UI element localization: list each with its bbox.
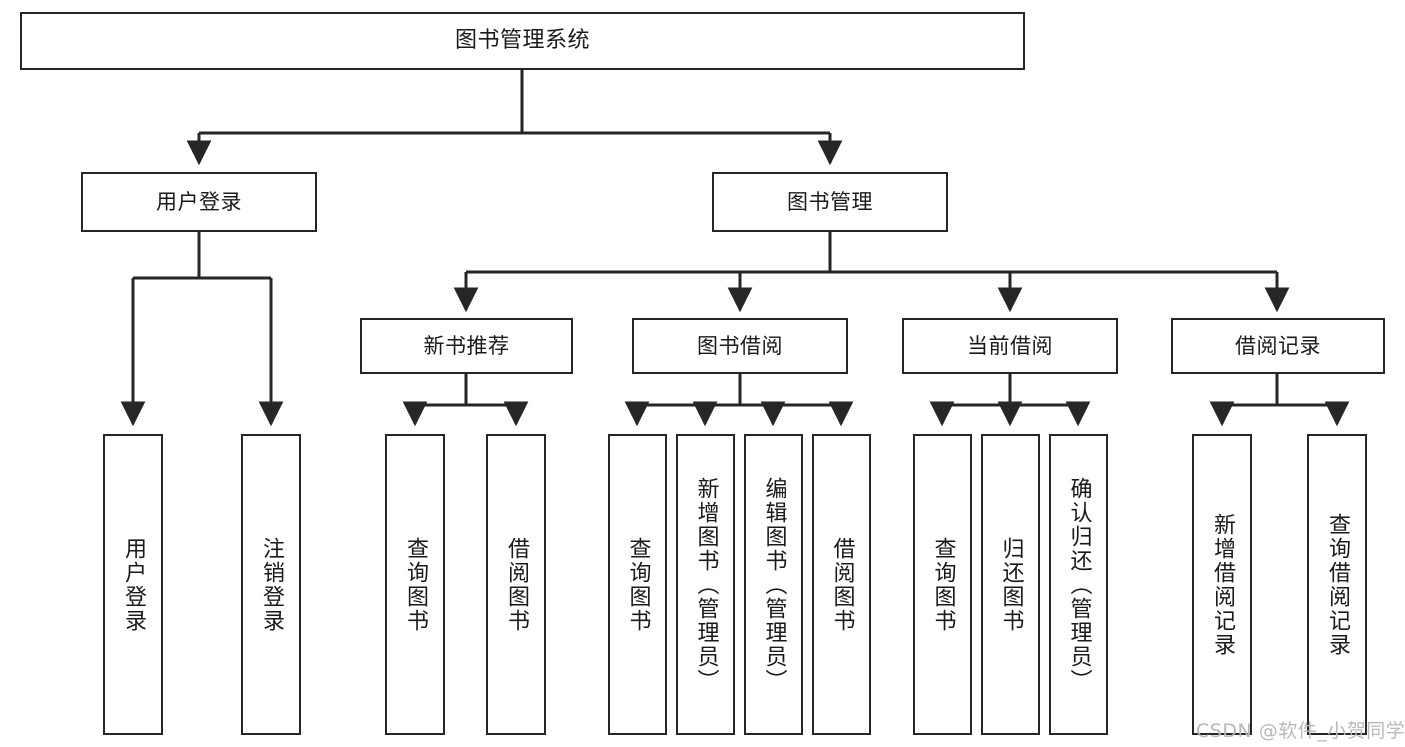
node-label: 用户登录 bbox=[120, 536, 146, 633]
node-label: 当前借阅 bbox=[967, 333, 1053, 358]
node-borrowing-records[interactable]: 借阅记录 bbox=[1171, 318, 1385, 374]
node-label: 注销登录 bbox=[258, 536, 284, 633]
node-label: 新增借阅记录 bbox=[1209, 512, 1235, 657]
leaf-bo-borrow-books[interactable]: 借阅图书 bbox=[812, 434, 871, 735]
node-book-management[interactable]: 图书管理 bbox=[712, 172, 948, 232]
node-current-borrowing[interactable]: 当前借阅 bbox=[902, 318, 1118, 374]
node-label: 借阅图书 bbox=[829, 536, 855, 633]
leaf-re-add-record[interactable]: 新增借阅记录 bbox=[1192, 434, 1252, 735]
node-label: 图书管理系统 bbox=[454, 28, 590, 54]
leaf-nb-query-books[interactable]: 查询图书 bbox=[385, 434, 445, 735]
leaf-re-query-record[interactable]: 查询借阅记录 bbox=[1307, 434, 1367, 735]
node-label: 图书借阅 bbox=[697, 333, 783, 358]
node-label: 借阅图书 bbox=[503, 536, 529, 633]
node-label: 借阅记录 bbox=[1235, 333, 1321, 358]
node-label: 新增图书（管理员） bbox=[693, 476, 719, 693]
node-user-login[interactable]: 用户登录 bbox=[81, 172, 317, 232]
node-label: 新书推荐 bbox=[423, 333, 510, 358]
leaf-cu-query-books[interactable]: 查询图书 bbox=[913, 434, 972, 735]
leaf-logout[interactable]: 注销登录 bbox=[241, 434, 301, 735]
node-label: 查询图书 bbox=[930, 536, 956, 633]
node-label: 查询图书 bbox=[625, 536, 651, 633]
node-label: 图书管理 bbox=[787, 189, 873, 214]
leaf-nb-borrow-books[interactable]: 借阅图书 bbox=[486, 434, 546, 735]
node-label: 查询图书 bbox=[402, 536, 428, 633]
node-book-borrowing[interactable]: 图书借阅 bbox=[632, 318, 848, 374]
node-label: 查询借阅记录 bbox=[1324, 512, 1350, 657]
csdn-watermark: CSDN @软件_小贺同学 bbox=[1196, 720, 1405, 742]
leaf-cu-confirm-return-admin[interactable]: 确认归还（管理员） bbox=[1049, 434, 1108, 735]
node-root-book-management-system[interactable]: 图书管理系统 bbox=[20, 12, 1025, 70]
node-label: 编辑图书（管理员） bbox=[761, 476, 787, 693]
leaf-cu-return-books[interactable]: 归还图书 bbox=[981, 434, 1040, 735]
node-label: 归还图书 bbox=[998, 536, 1024, 633]
node-label: 确认归还（管理员） bbox=[1066, 476, 1092, 693]
leaf-bo-query-books[interactable]: 查询图书 bbox=[608, 434, 667, 735]
node-label: 用户登录 bbox=[156, 189, 242, 214]
leaf-bo-edit-book-admin[interactable]: 编辑图书（管理员） bbox=[744, 434, 803, 735]
leaf-bo-add-book-admin[interactable]: 新增图书（管理员） bbox=[676, 434, 735, 735]
node-new-book-recommendation[interactable]: 新书推荐 bbox=[360, 318, 573, 374]
leaf-user-login[interactable]: 用户登录 bbox=[103, 434, 163, 735]
